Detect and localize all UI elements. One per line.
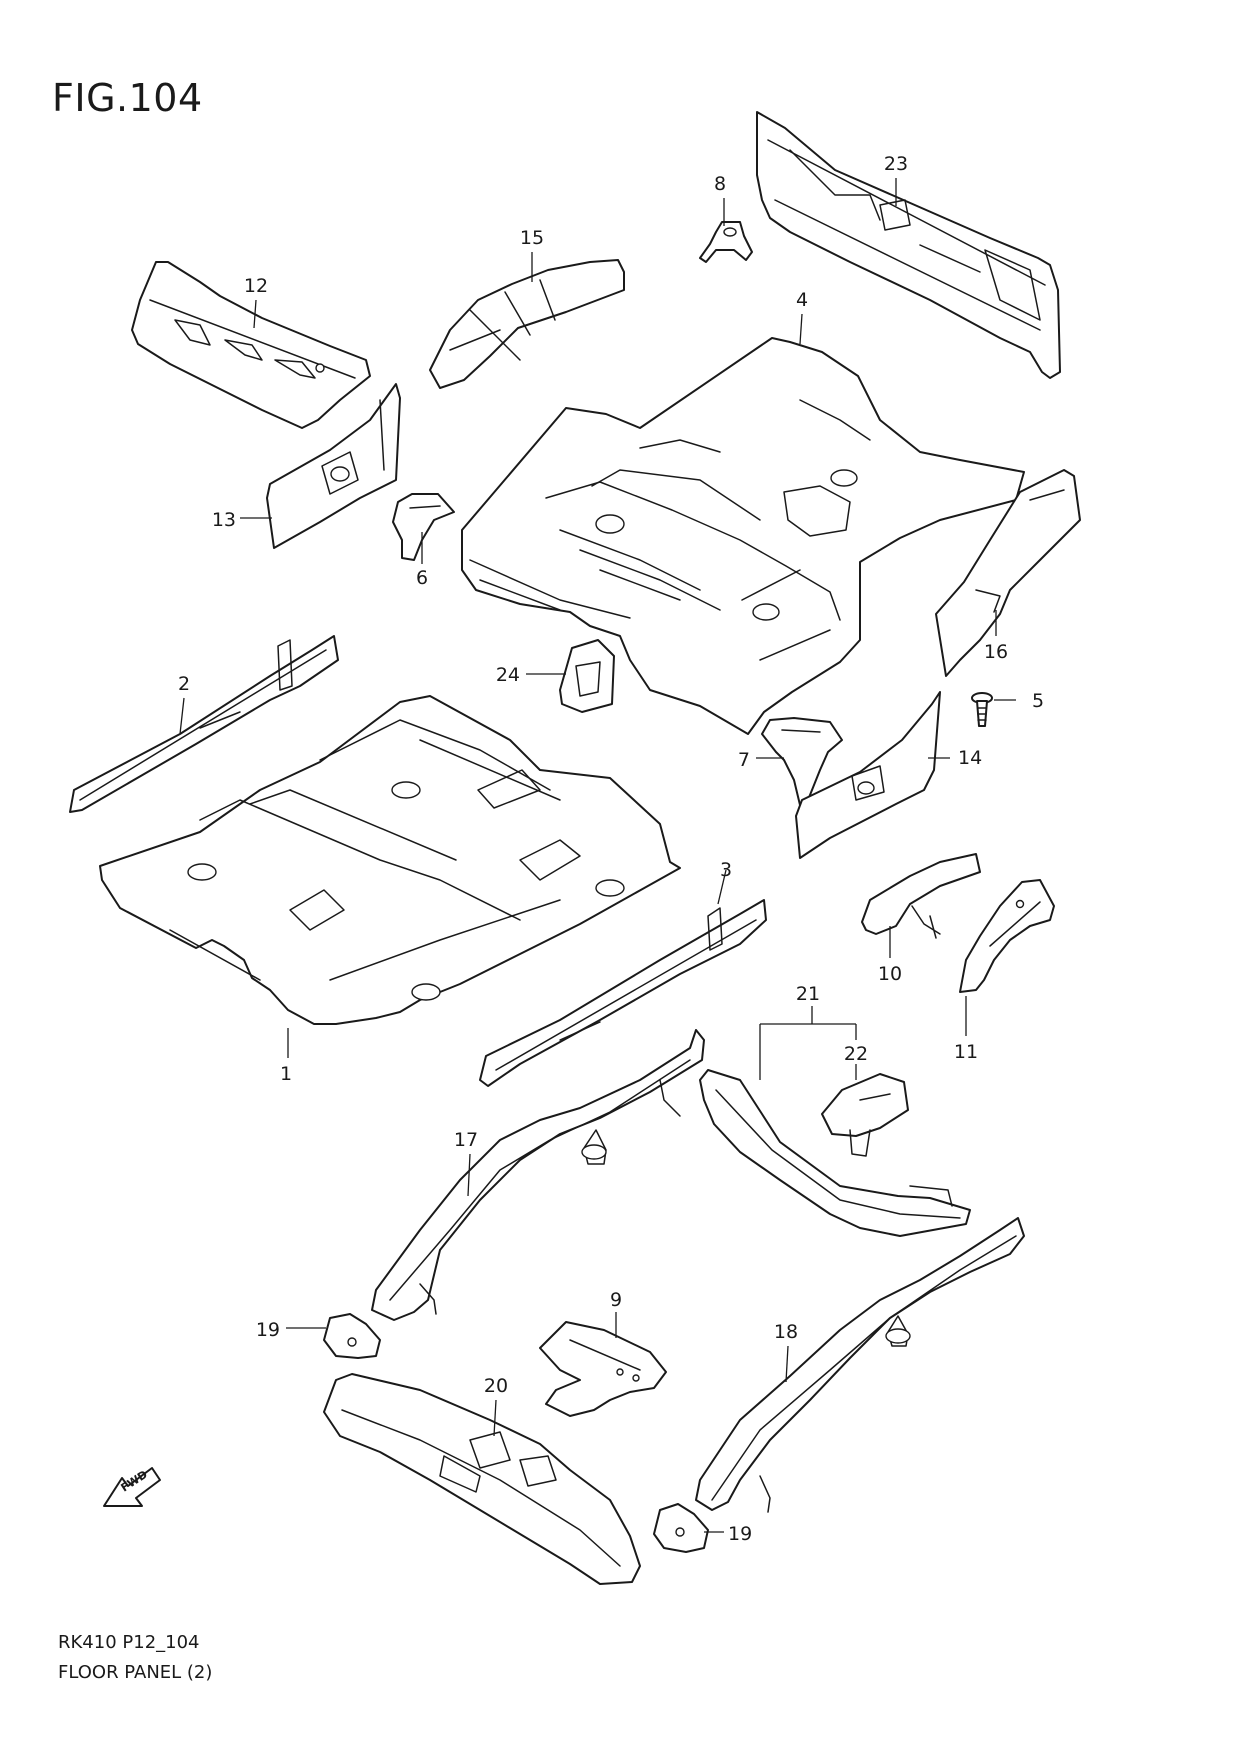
part-14-side-panel[interactable] — [795, 691, 941, 859]
callout-6: 6 — [416, 567, 428, 589]
callout-22: 22 — [844, 1043, 868, 1065]
part-22-bracket[interactable] — [821, 1073, 909, 1157]
callout-20: 20 — [484, 1375, 508, 1397]
callout-5: 5 — [1032, 690, 1044, 712]
part-11-bracket[interactable] — [959, 879, 1055, 993]
callout-14: 14 — [958, 747, 982, 769]
part-1-front-floor[interactable] — [99, 695, 681, 1025]
callout-1: 1 — [280, 1063, 292, 1085]
part-2-left-sill[interactable] — [69, 635, 339, 813]
part-5-bolt[interactable] — [971, 692, 993, 727]
part-19-bracket-right[interactable] — [653, 1503, 709, 1553]
part-23-rear-panel[interactable] — [756, 111, 1061, 379]
callout-3: 3 — [720, 859, 732, 881]
callout-8: 8 — [714, 173, 726, 195]
part-10-bracket[interactable] — [861, 853, 981, 939]
part-12-cross-member[interactable] — [131, 261, 371, 429]
callout-10: 10 — [878, 963, 902, 985]
part-3-right-sill[interactable] — [479, 899, 767, 1087]
leader-lines — [179, 178, 1016, 1533]
part-6-bracket[interactable] — [392, 493, 455, 561]
callout-16: 16 — [984, 641, 1008, 663]
part-17-left-frame[interactable] — [371, 1029, 705, 1321]
callout-17: 17 — [454, 1129, 478, 1151]
part-13-side-panel[interactable] — [266, 383, 401, 549]
callout-21: 21 — [796, 983, 820, 1005]
part-8-bracket[interactable] — [699, 221, 753, 263]
figure-code: RK410 P12_104 — [58, 1632, 200, 1653]
callout-15: 15 — [520, 227, 544, 249]
part-16-wheelhouse[interactable] — [935, 469, 1081, 677]
part-24-bracket[interactable] — [559, 639, 615, 713]
callout-19-left: 19 — [256, 1319, 280, 1341]
part-21-frame[interactable] — [699, 1069, 971, 1237]
callout-2: 2 — [178, 673, 190, 695]
callout-9: 9 — [610, 1289, 622, 1311]
callout-11: 11 — [954, 1041, 978, 1063]
callout-12: 12 — [244, 275, 268, 297]
callout-24: 24 — [496, 664, 520, 686]
callout-labels: 1 2 3 4 5 6 7 8 9 10 11 12 13 14 15 16 1… — [178, 153, 1044, 1545]
part-15-reinforcement[interactable] — [429, 259, 625, 389]
callout-13: 13 — [212, 509, 236, 531]
callout-7: 7 — [738, 749, 750, 771]
part-7-bracket[interactable] — [761, 717, 843, 806]
part-20-cross-member[interactable] — [323, 1373, 641, 1585]
fwd-arrow-icon: FWD — [103, 1467, 161, 1507]
callout-4: 4 — [796, 289, 808, 311]
part-19-bracket-left[interactable] — [323, 1313, 381, 1359]
figure-title: FIG.104 — [52, 76, 203, 120]
part-18-right-frame[interactable] — [695, 1217, 1025, 1513]
part-9-bracket[interactable] — [539, 1321, 667, 1417]
figure-name: FLOOR PANEL (2) — [58, 1662, 213, 1683]
part-4-rear-floor[interactable] — [461, 337, 1025, 735]
callout-23: 23 — [884, 153, 908, 175]
callout-18: 18 — [774, 1321, 798, 1343]
callout-19-right: 19 — [728, 1523, 752, 1545]
